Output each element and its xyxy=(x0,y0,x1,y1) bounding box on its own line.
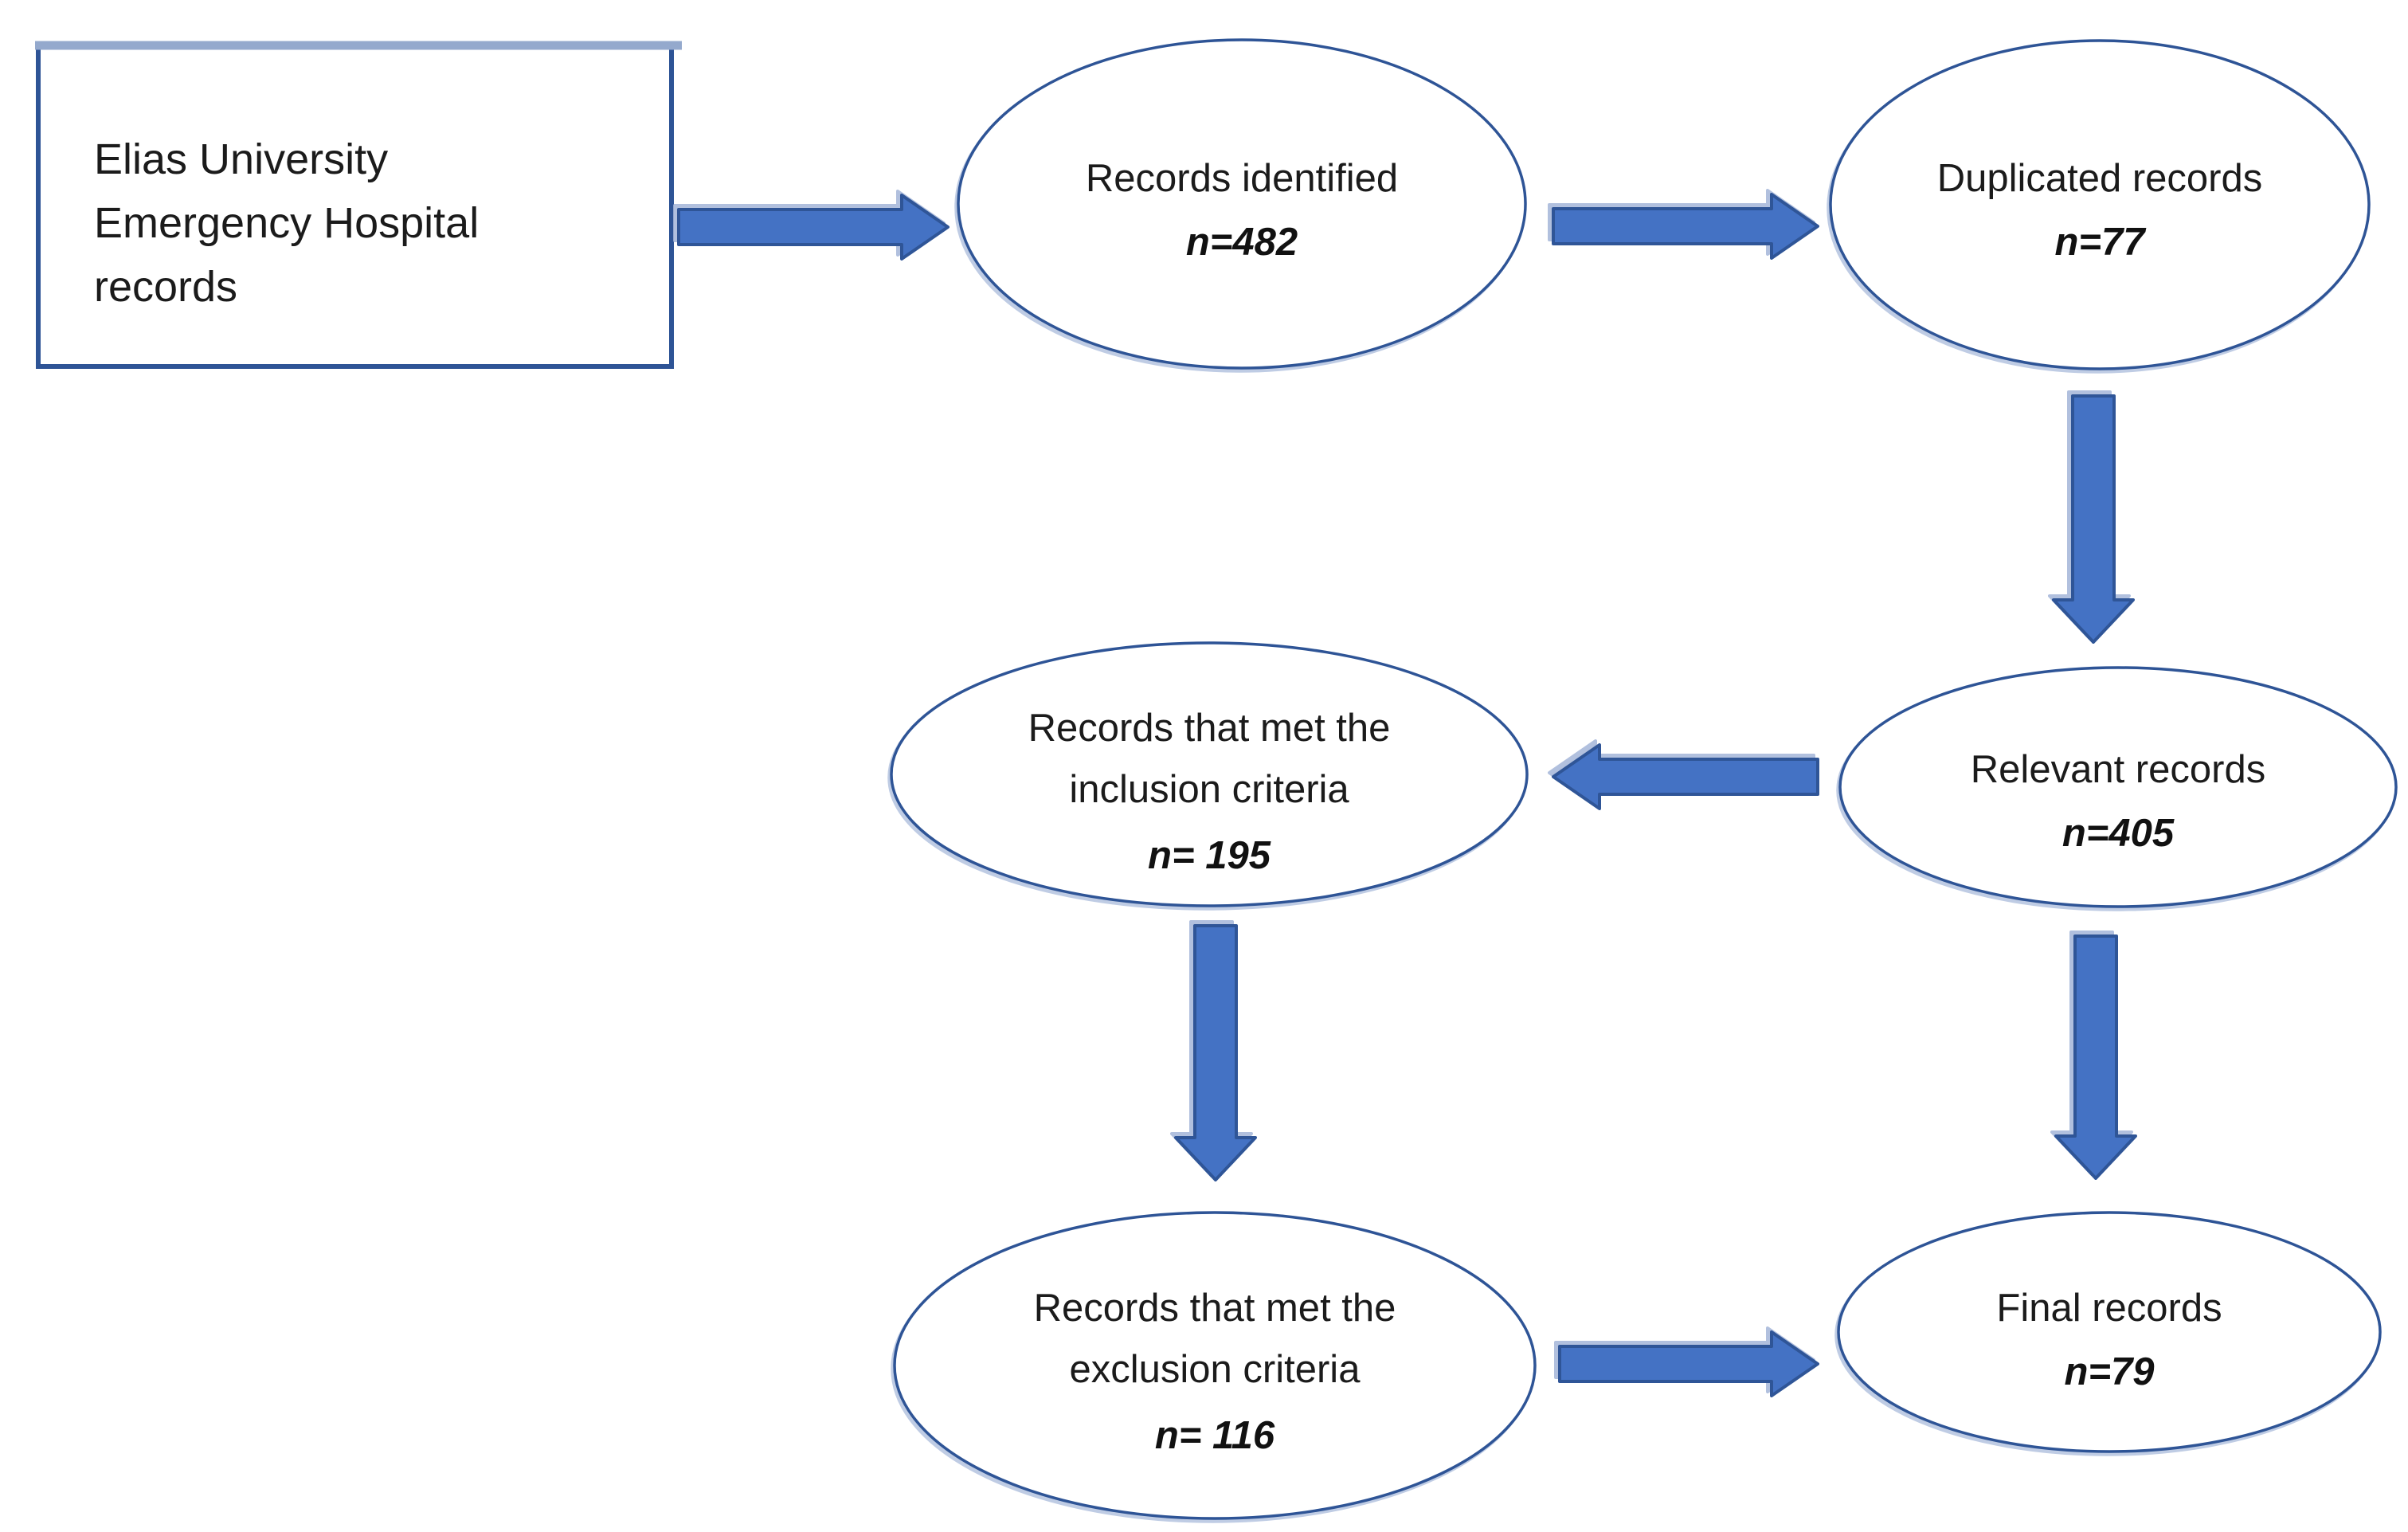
node-duplicated-records-shape xyxy=(1829,39,2371,370)
node-records-identified-label: Records identified xyxy=(1086,157,1398,200)
node-exclusion-records-shape xyxy=(893,1211,1537,1520)
arrow-relevant-to-inclusion xyxy=(1552,743,1819,810)
node-final-records-count: n=79 xyxy=(2064,1350,2155,1393)
node-exclusion-records-line-1: Records that met the xyxy=(1034,1287,1396,1330)
arrow-identified-to-duplicated xyxy=(1552,193,1819,260)
node-inclusion-records-count: n= 195 xyxy=(1148,834,1271,877)
node-records-identified-shape xyxy=(957,38,1527,370)
arrow-source-to-identified xyxy=(677,194,949,261)
node-relevant-records-label: Relevant records xyxy=(1971,748,2265,791)
node-exclusion-records: Records that met the exclusion criteria … xyxy=(893,1211,1537,1520)
source-box-line-2: Emergency Hospital xyxy=(94,199,479,247)
source-box-shape xyxy=(36,41,674,369)
source-box-line-3: records xyxy=(94,263,237,311)
arrow-exclusion-to-final xyxy=(1558,1330,1819,1397)
node-relevant-records-count: n=405 xyxy=(2062,812,2175,855)
node-records-identified-count: n=482 xyxy=(1186,221,1298,264)
node-inclusion-records-line-2: inclusion criteria xyxy=(1069,768,1349,811)
node-duplicated-records-label: Duplicated records xyxy=(1937,157,2263,200)
node-inclusion-records: Records that met the inclusion criteria … xyxy=(890,641,1529,907)
node-relevant-records-shape xyxy=(1838,666,2398,908)
arrow-inclusion-to-exclusion xyxy=(1174,924,1257,1181)
node-final-records-shape xyxy=(1837,1211,2382,1453)
arrow-relevant-to-final xyxy=(2054,934,2137,1180)
node-final-records: Final records n=79 xyxy=(1837,1211,2382,1453)
source-box-line-1: Elias University xyxy=(94,135,388,183)
node-records-identified: Records identified n=482 xyxy=(957,38,1527,370)
source-box: Elias University Emergency Hospital reco… xyxy=(35,41,682,369)
node-duplicated-records: Duplicated records n=77 xyxy=(1829,39,2371,370)
node-final-records-label: Final records xyxy=(1996,1287,2222,1330)
node-inclusion-records-shape xyxy=(890,641,1529,907)
node-relevant-records: Relevant records n=405 xyxy=(1838,666,2398,908)
arrow-duplicated-to-relevant xyxy=(2052,394,2135,644)
node-exclusion-records-count: n= 116 xyxy=(1155,1414,1275,1457)
node-exclusion-records-line-2: exclusion criteria xyxy=(1070,1348,1361,1391)
node-duplicated-records-count: n=77 xyxy=(2054,221,2147,264)
node-inclusion-records-line-1: Records that met the xyxy=(1028,707,1391,750)
